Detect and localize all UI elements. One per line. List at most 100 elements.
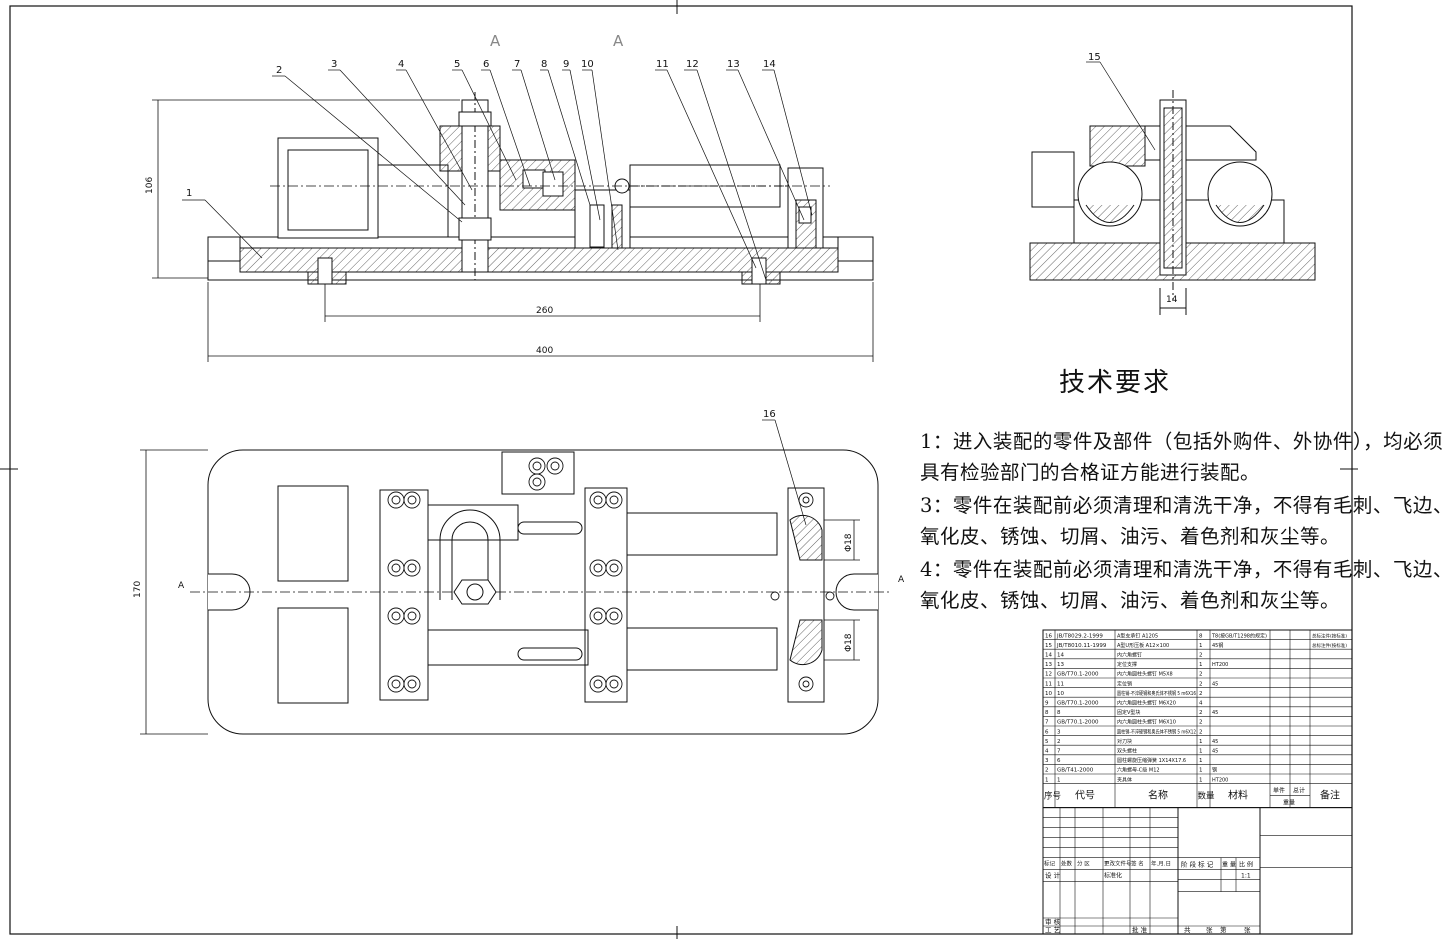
title-block-revision: 分 区 bbox=[1077, 860, 1090, 868]
bom-cell: HT200 bbox=[1212, 662, 1228, 668]
bom-cell: 2 bbox=[1045, 768, 1049, 774]
bom-cell: 14 bbox=[1057, 653, 1064, 659]
engineering-drawing: 106 400 260 A A 1 2 3 4 5 6 7 8 9 10 11 bbox=[0, 0, 1358, 939]
bom-cell: 1 bbox=[1045, 777, 1049, 783]
front-view bbox=[207, 92, 874, 285]
title-block-sheet: 张 bbox=[1206, 925, 1213, 934]
callout-15: 15 bbox=[1088, 52, 1101, 63]
bom-cell: 45 bbox=[1212, 749, 1218, 755]
bom-cell: 总标注件(按标准) bbox=[1312, 642, 1347, 649]
title-block-revision: 更改文件号 bbox=[1104, 860, 1132, 868]
bom-cell: 圆柱螺旋压缩弹簧 1X14X17.6 bbox=[1117, 757, 1186, 764]
tech-requirement-line: 氧化皮、锈蚀、切屑、油污、着色剂和灰尘等。 bbox=[920, 589, 1341, 612]
callout-13: 13 bbox=[727, 59, 740, 70]
bom-header-code: 代号 bbox=[1075, 790, 1095, 802]
bom-cell: GB/T70.1-2000 bbox=[1057, 720, 1099, 726]
bom-cell: 14 bbox=[1045, 653, 1052, 659]
bom-cell: 固定V型块 bbox=[1117, 709, 1140, 716]
callout-16: 16 bbox=[763, 409, 776, 420]
bom-cell: 45 bbox=[1212, 710, 1218, 716]
bom-cell: 夹具体 bbox=[1117, 776, 1132, 783]
bom-cell: GB/T70.1-2000 bbox=[1057, 701, 1099, 707]
tech-requirement-line: 1：进入装配的零件及部件（包括外购件、外协件），均必须 bbox=[920, 430, 1444, 453]
callout-2: 2 bbox=[276, 65, 282, 76]
bom-header-no: 序号 bbox=[1044, 791, 1061, 802]
bom-cell: 8 bbox=[1045, 710, 1049, 716]
bom-cell: 2 bbox=[1199, 681, 1203, 687]
bom-cell: 45 bbox=[1212, 739, 1218, 745]
bom-cell: JB/T8029.2-1999 bbox=[1056, 633, 1103, 639]
bom-cell: 3 bbox=[1045, 758, 1049, 764]
dim-bolt-spacing: 260 bbox=[536, 306, 553, 316]
bom-cell: 1 bbox=[1057, 777, 1061, 783]
bom-cell: 15 bbox=[1045, 643, 1052, 649]
callout-11: 11 bbox=[656, 59, 669, 70]
title-block-page2: 张 bbox=[1244, 925, 1251, 934]
title-block-weight: 重 量 bbox=[1222, 861, 1236, 869]
bom-cell: 11 bbox=[1045, 681, 1052, 687]
bom-cell: JB/T8010.11-1999 bbox=[1056, 643, 1107, 649]
bom-cell: 对刀块 bbox=[1117, 738, 1132, 745]
bom-cell: 2 bbox=[1199, 691, 1203, 697]
callout-14: 14 bbox=[763, 59, 776, 70]
bom-cell: 2 bbox=[1057, 739, 1061, 745]
bom-cell: 内六角螺钉 bbox=[1117, 652, 1142, 659]
title-block-stage: 阶 段 标 记 bbox=[1181, 860, 1214, 869]
bom-cell: 2 bbox=[1199, 729, 1203, 735]
bom-cell: 45 bbox=[1212, 681, 1218, 687]
section-arrow-a-left: A bbox=[178, 581, 185, 591]
dim-plan-height: 170 bbox=[133, 581, 143, 598]
bom-cell: 总标注件(按标准) bbox=[1312, 632, 1347, 639]
bom-cell: 16 bbox=[1045, 633, 1052, 639]
callout-3: 3 bbox=[331, 59, 337, 70]
bom-cell: 4 bbox=[1199, 701, 1203, 707]
plan-view bbox=[140, 419, 890, 735]
callout-8: 8 bbox=[541, 59, 547, 70]
front-view-dimensions bbox=[152, 99, 874, 362]
bom-cell: 8 bbox=[1199, 633, 1203, 639]
bom-cell: 1 bbox=[1199, 662, 1203, 668]
bom-cell: 7 bbox=[1045, 720, 1049, 726]
callout-12: 12 bbox=[686, 59, 699, 70]
bom-cell: 13 bbox=[1057, 662, 1064, 668]
callout-10: 10 bbox=[581, 59, 594, 70]
bom-header-name: 名称 bbox=[1148, 789, 1168, 802]
title-block-review: 审 核 bbox=[1045, 917, 1061, 926]
title-block-scale-value: 1:1 bbox=[1241, 873, 1251, 880]
title-block-revision: 签 名 bbox=[1131, 860, 1144, 868]
bom-cell: GB/T70.1-2000 bbox=[1057, 672, 1099, 678]
bom-header-unit: 单件 bbox=[1273, 787, 1285, 795]
bom-header-remark: 备注 bbox=[1320, 789, 1340, 802]
bom-cell: 8 bbox=[1057, 710, 1061, 716]
title-block-design: 设 计 bbox=[1045, 871, 1061, 880]
side-view bbox=[1029, 61, 1316, 315]
title-block-total: 共 bbox=[1184, 925, 1191, 934]
callout-9: 9 bbox=[563, 59, 569, 70]
bom-cell: A型U形压板 A12×100 bbox=[1117, 642, 1169, 649]
tech-requirement-line: 氧化皮、锈蚀、切屑、油污、着色剂和灰尘等。 bbox=[920, 525, 1341, 548]
bom-cell: 9 bbox=[1045, 701, 1049, 707]
title-block: 标记处数分 区更改文件号签 名年.月.日设 计标准化阶 段 标 记重 量比 例1… bbox=[1042, 807, 1353, 935]
title-block-page: 第 bbox=[1220, 925, 1227, 934]
dim-base-length: 400 bbox=[536, 346, 553, 356]
bom-cell: A型支承钉 A1205 bbox=[1117, 632, 1158, 639]
dim-bore-1: Φ18 bbox=[844, 533, 854, 552]
tech-requirement-line: 3：零件在装配前必须清理和清洗干净，不得有毛刺、飞边、 bbox=[920, 494, 1453, 517]
bom-cell: 1 bbox=[1199, 739, 1203, 745]
bom-cell: 11 bbox=[1057, 681, 1064, 687]
bom-header-weight: 重量 bbox=[1283, 799, 1295, 807]
bom-cell: 1 bbox=[1199, 749, 1203, 755]
bom-cell: 1 bbox=[1199, 643, 1203, 649]
bom-cell: GB/T41-2000 bbox=[1057, 768, 1094, 774]
bom-cell: 六角螺母-C级 M12 bbox=[1117, 767, 1160, 774]
bom-cell: 1 bbox=[1199, 768, 1203, 774]
bom-cell: 45钢 bbox=[1212, 642, 1223, 649]
dim-height: 106 bbox=[145, 177, 155, 194]
sheet-frame bbox=[0, 0, 1358, 939]
bom-cell: 1 bbox=[1199, 758, 1203, 764]
title-block-revision: 年.月.日 bbox=[1151, 860, 1171, 868]
bom-cell: HT200 bbox=[1212, 777, 1228, 783]
front-view-leaders bbox=[182, 69, 813, 281]
bom-header-total: 总计 bbox=[1293, 787, 1305, 795]
